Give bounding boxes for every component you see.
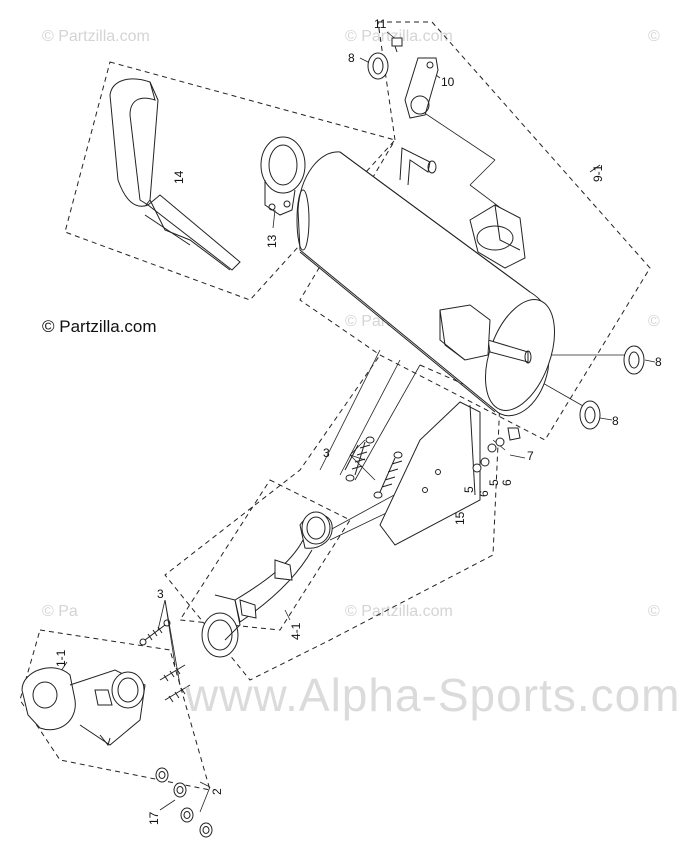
part-4-1-midpipe <box>201 511 333 658</box>
callout-11: 11 <box>374 17 387 31</box>
watermark-low-right: © <box>648 603 660 620</box>
callout-17: 17 <box>147 811 161 825</box>
callout-15: 15 <box>453 511 467 525</box>
outline-muffler-lower <box>164 354 501 681</box>
watermark-primary: © Partzilla.com <box>42 317 157 336</box>
callout-8-right-a: 8 <box>655 355 662 369</box>
callout-6b: 6 <box>500 479 514 486</box>
watermark-mid-right: © <box>648 313 660 330</box>
callout-3-upper: 3 <box>323 446 330 460</box>
outline-pipe-4-1 <box>179 479 351 631</box>
outline-heat-shield-14 <box>64 61 396 301</box>
watermark-site: www.Alpha-Sports.com <box>185 669 679 721</box>
part-14-pipe <box>109 78 241 271</box>
watermark-low-center: © Partzilla.com <box>345 603 453 620</box>
callout-3-lower: 3 <box>157 587 164 601</box>
callout-6a: 6 <box>477 490 491 497</box>
callout-2: 2 <box>210 788 224 795</box>
part-8-grommets <box>367 52 645 430</box>
part-2-17-nuts <box>155 767 213 838</box>
part-3-springs-upper <box>344 436 403 499</box>
watermark-top-center: © Partzilla.com <box>345 28 453 45</box>
outline-muffler-9-1 <box>299 21 651 441</box>
callout-9-1: 9-1 <box>591 164 605 182</box>
watermark-low-left: © Pa <box>42 603 78 620</box>
callout-8-top: 8 <box>348 51 355 65</box>
part-10-bracket <box>404 57 439 119</box>
part-13-clamp <box>260 136 306 216</box>
part-1-1-header <box>21 667 146 747</box>
callout-5b: 5 <box>487 479 501 486</box>
part-3-springs-lower <box>139 619 191 703</box>
watermark-top-left: © Partzilla.com <box>42 28 150 45</box>
callout-8-right-b: 8 <box>612 414 619 428</box>
part-5-6-7-hardware <box>472 427 521 473</box>
callout-labels: 11 8 10 9-1 14 13 8 8 7 3 5 6 5 6 15 4-1… <box>54 17 662 825</box>
callout-13: 13 <box>265 234 279 248</box>
callout-14: 14 <box>172 170 186 184</box>
part-15-plate <box>379 401 481 546</box>
part-9-1-muffler <box>296 147 555 417</box>
callout-4-1: 4-1 <box>289 622 303 640</box>
callout-1-1: 1-1 <box>54 649 68 667</box>
callout-5a: 5 <box>462 486 476 493</box>
watermark-top-right: © <box>648 28 660 45</box>
callout-7: 7 <box>527 449 534 463</box>
part-11-bolt <box>391 37 403 53</box>
callout-10: 10 <box>441 75 455 89</box>
